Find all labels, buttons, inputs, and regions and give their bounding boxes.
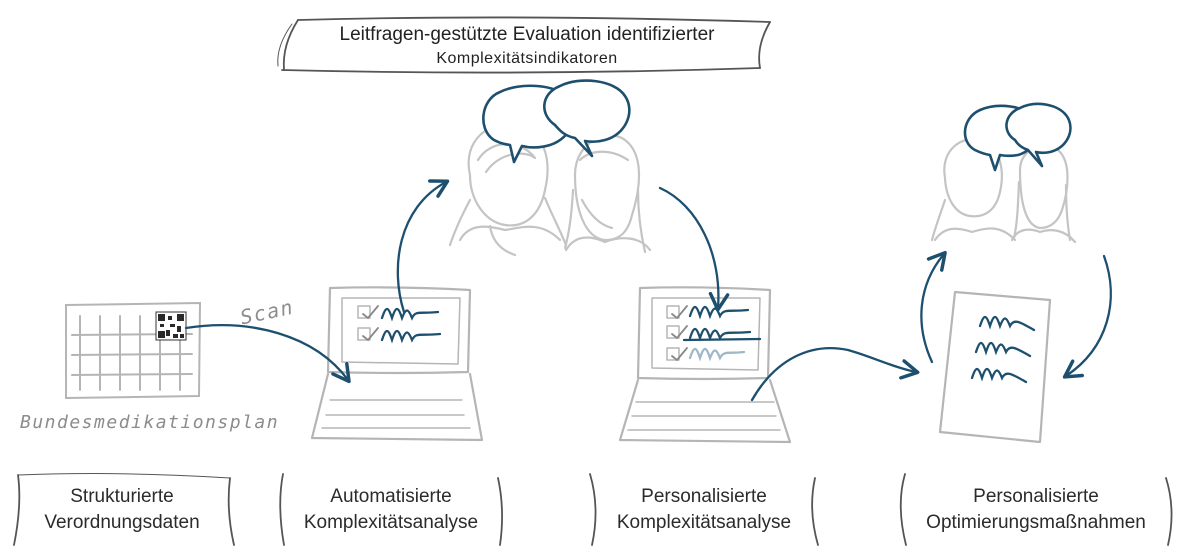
arrow-scan (184, 324, 351, 384)
step-3-line-2: Komplexitätsanalyse (616, 512, 792, 533)
laptop-2-scribbles (682, 305, 762, 362)
step-2-line-2: Komplexitätsanalyse (303, 512, 479, 533)
top-banner-line-1: Leitfragen-gestützte Evaluation identifi… (339, 24, 715, 45)
arrow-to-evaluation (396, 179, 450, 314)
top-banner-line-2: Komplexitätsindikatoren (436, 50, 618, 67)
step-2-label: Automatisierte Komplexitätsanalyse (288, 484, 494, 536)
optimization-document (938, 290, 1052, 444)
flow-arrows (184, 179, 1112, 402)
step-frames (13, 473, 1173, 546)
arrow-to-measures (750, 346, 920, 402)
step-4-line-2: Optimierungsmaßnahmen (926, 512, 1146, 533)
step-1-line-1: Strukturierte (70, 486, 174, 507)
step-1-line-2: Verordnungsdaten (44, 512, 200, 533)
speech-bubbles-right-icon (963, 102, 1072, 172)
step-3-line-1: Personalisierte (641, 486, 767, 507)
top-banner: Leitfragen-gestützte Evaluation identifi… (292, 22, 762, 70)
laptop-2-icon (618, 286, 792, 444)
plan-label: Bundesmedikationsplan (20, 412, 280, 433)
step-4-label: Personalisierte Optimierungsmaßnahmen (908, 484, 1164, 536)
step-1-label: Strukturierte Verordnungsdaten (22, 484, 222, 536)
speech-bubbles-icon (482, 79, 631, 164)
step-3-label: Personalisierte Komplexitätsanalyse (598, 484, 810, 536)
top-banner-frame (277, 16, 771, 74)
step-4-line-1: Personalisierte (973, 486, 1099, 507)
optimization-document-scribbles (970, 315, 1036, 384)
arrow-to-personal-analysis (658, 186, 730, 312)
arrow-doc-to-people (920, 250, 947, 364)
laptop-1-scribbles (380, 307, 442, 344)
arrow-people-to-doc (1062, 254, 1112, 379)
laptop-1-icon (310, 286, 484, 442)
step-2-line-1: Automatisierte (330, 486, 452, 507)
qr-code-icon (155, 311, 187, 341)
